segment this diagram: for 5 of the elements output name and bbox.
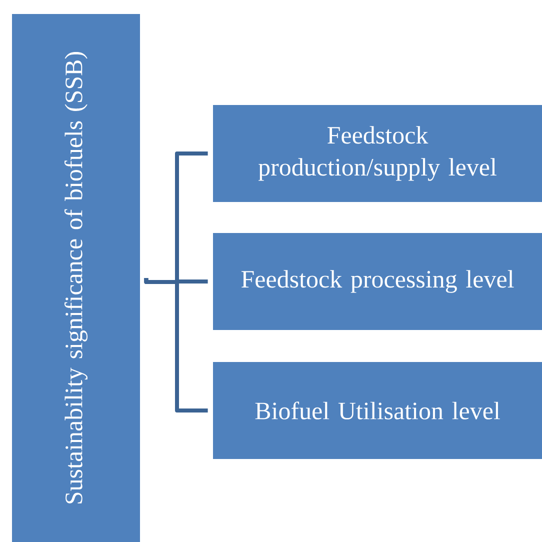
connector-line [144, 278, 208, 412]
level-box: Feedstock production/supply level [213, 105, 542, 202]
category-bar: Sustainability significance of biofuels (SSB) [12, 14, 140, 542]
level-box: Biofuel Utilisation level [213, 362, 542, 459]
level-box: Feedstock processing level [213, 233, 542, 330]
